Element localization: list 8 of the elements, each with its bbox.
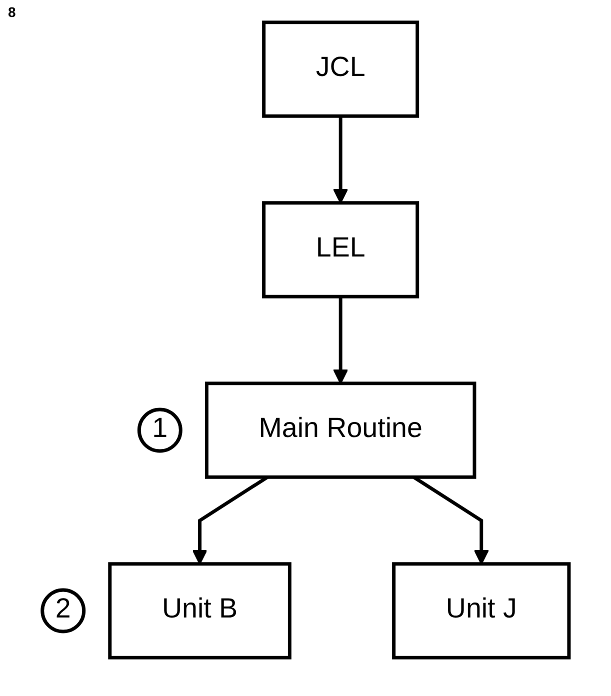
figure-label: 8 [8,4,16,20]
node-box: LEL [262,201,419,298]
node-box: Unit J [392,562,571,660]
node-box: Main Routine [204,382,476,479]
node-label: 2 [55,595,71,625]
node-box: Unit B [108,562,292,660]
node-box: JCL [262,20,419,118]
node-label: 1 [152,414,168,444]
